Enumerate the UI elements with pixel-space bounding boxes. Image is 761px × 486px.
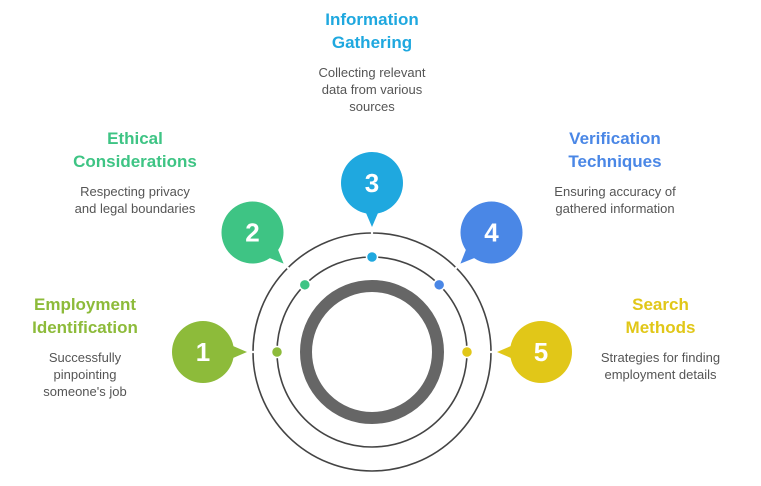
step-2-title-line1: Ethical xyxy=(107,129,163,148)
step-1-title-line2: Identification xyxy=(32,318,138,337)
step-2-description: Respecting privacy and legal boundaries xyxy=(55,183,215,217)
step-4-orbit-dot xyxy=(432,278,446,292)
step-5-title-line2: Methods xyxy=(625,318,696,337)
step-1-desc-line: Successfully xyxy=(48,350,122,365)
step-5-label: Search Methods Strategies for finding em… xyxy=(578,293,743,383)
step-1-orbit-dot xyxy=(270,345,284,359)
step-1-description: Successfully pinpointing someone's job xyxy=(10,349,160,400)
step-number: 3 xyxy=(365,168,379,198)
step-4-desc-line: gathered information xyxy=(555,201,675,216)
step-1-desc-line: pinpointing xyxy=(53,367,117,382)
step-2-bubble: 2 xyxy=(221,201,284,264)
step-4-title-line2: Techniques xyxy=(568,152,662,171)
step-4-title-line1: Verification xyxy=(569,129,661,148)
step-3-bubble: 3 xyxy=(341,152,403,227)
step-5-bubble: 5 xyxy=(497,321,572,383)
bubble-circle xyxy=(460,201,523,264)
center-ring xyxy=(300,280,444,424)
step-3-title-line2: Gathering xyxy=(331,33,413,52)
step-2-desc-line: Respecting privacy xyxy=(80,184,190,199)
step-number: 1 xyxy=(196,337,210,367)
step-1-desc-line: someone's job xyxy=(43,384,127,399)
step-1-label: Employment Identification Successfully p… xyxy=(10,293,160,400)
step-4-title: Verification Techniques xyxy=(530,127,700,173)
step-3-desc-line: Collecting relevant xyxy=(318,65,426,80)
step-3-desc-line: sources xyxy=(349,99,395,114)
step-1-title-line1: Employment xyxy=(33,295,137,314)
orbit-gap xyxy=(454,266,458,270)
step-5-desc-line: employment details xyxy=(604,367,717,382)
step-5-description: Strategies for finding employment detail… xyxy=(578,349,743,383)
bubble-circle xyxy=(172,321,234,383)
bubble-circle xyxy=(510,321,572,383)
step-4-bubble: 4 xyxy=(460,201,523,264)
step-5-title-line1: Search xyxy=(632,295,689,314)
step-1-bubble: 1 xyxy=(172,321,247,383)
step-number: 4 xyxy=(484,217,499,247)
bubble-circle xyxy=(341,152,403,214)
step-2-title-line2: Considerations xyxy=(73,152,197,171)
step-1-title: Employment Identification xyxy=(10,293,160,339)
orbit-gap xyxy=(489,350,493,354)
step-5-orbit-dot xyxy=(460,345,474,359)
orbit-gap xyxy=(370,231,374,235)
step-3-description: Collecting relevant data from various so… xyxy=(292,64,452,115)
bubble-circle xyxy=(221,201,284,264)
step-5-desc-line: Strategies for finding xyxy=(600,350,721,365)
step-3-title: Information Gathering xyxy=(292,8,452,54)
step-5-title: Search Methods xyxy=(578,293,743,339)
step-2-title: Ethical Considerations xyxy=(55,127,215,173)
orbit-gap xyxy=(286,266,290,270)
step-4-desc-line: Ensuring accuracy of xyxy=(554,184,676,199)
step-3-label: Information Gathering Collecting relevan… xyxy=(292,8,452,115)
step-3-orbit-dot xyxy=(365,250,379,264)
step-4-label: Verification Techniques Ensuring accurac… xyxy=(530,127,700,217)
step-2-desc-line: and legal boundaries xyxy=(74,201,196,216)
step-number: 2 xyxy=(245,217,259,247)
orbit-gap xyxy=(251,350,255,354)
step-2-label: Ethical Considerations Respecting privac… xyxy=(55,127,215,217)
step-2-orbit-dot xyxy=(298,278,312,292)
step-3-title-line1: Information xyxy=(325,10,419,29)
step-3-desc-line: data from various xyxy=(321,82,423,97)
step-4-description: Ensuring accuracy of gathered informatio… xyxy=(530,183,700,217)
step-number: 5 xyxy=(534,337,548,367)
